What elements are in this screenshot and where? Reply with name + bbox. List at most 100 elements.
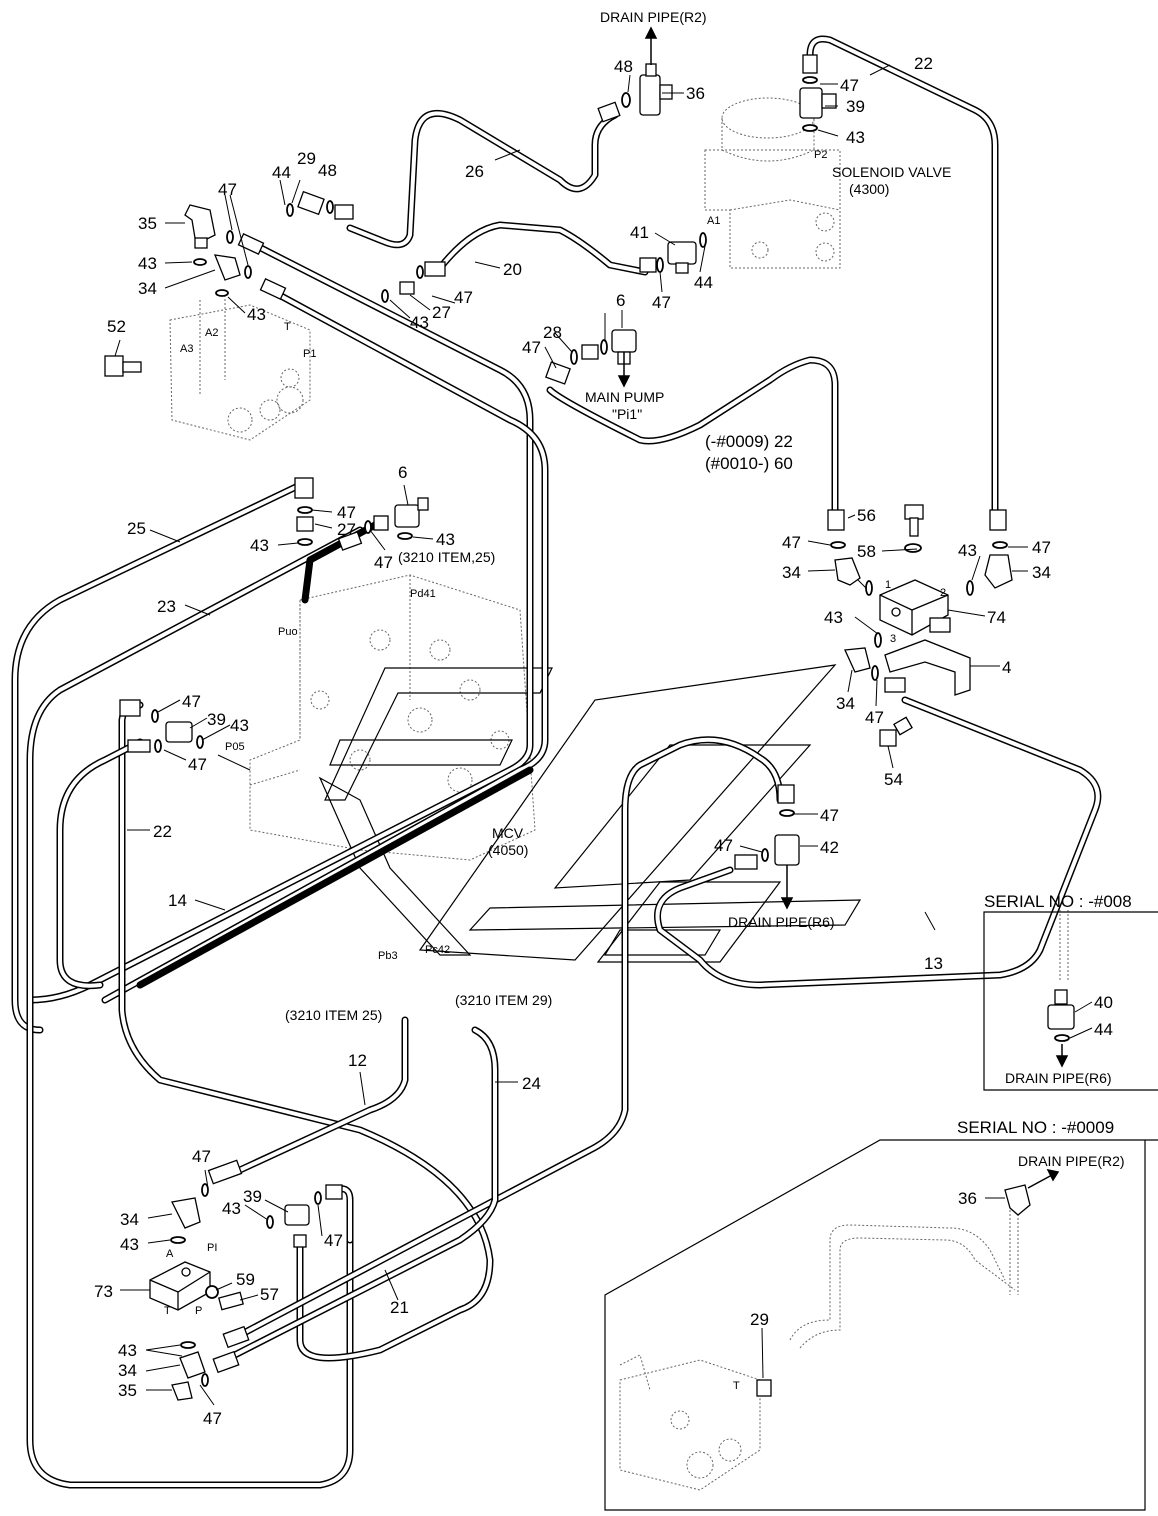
callout: 22	[153, 822, 172, 841]
callout: 47	[1032, 538, 1051, 557]
callout: 58	[857, 542, 876, 561]
note-main-pump-port: "Pi1"	[612, 406, 642, 422]
callout: 43	[138, 254, 157, 273]
callout: 23	[157, 597, 176, 616]
callout: 44	[1094, 1020, 1113, 1039]
callout: 59	[236, 1270, 255, 1289]
port-label: A2	[205, 327, 218, 339]
callout: 36	[958, 1189, 977, 1208]
note-serial-60: (#0010-) 60	[705, 454, 793, 473]
port-label: P2	[814, 149, 827, 161]
watermark-logo	[318, 664, 862, 963]
port-label: T	[733, 1380, 740, 1392]
note-serial-inset-2: SERIAL NO : -#0009	[957, 1118, 1114, 1137]
port-label: 1	[885, 579, 891, 591]
callout: 6	[398, 463, 407, 482]
port-label: 3	[890, 633, 896, 645]
note-mcv: MCV	[492, 825, 524, 841]
callout: 6	[616, 291, 625, 310]
port-label: A	[166, 1248, 174, 1260]
callout: 43	[118, 1341, 137, 1360]
callout: 12	[348, 1051, 367, 1070]
callout: 43	[846, 128, 865, 147]
callout: 47	[454, 288, 473, 307]
callout: 47	[188, 755, 207, 774]
callout: 34	[836, 694, 855, 713]
port-label: Pc42	[425, 944, 450, 956]
port-label: PI	[207, 1242, 217, 1254]
callout: 34	[120, 1210, 139, 1229]
callout: 34	[782, 563, 801, 582]
port-label: A3	[180, 343, 193, 355]
callout: 28	[543, 323, 562, 342]
callout: 47	[652, 293, 671, 312]
callout: 74	[987, 608, 1006, 627]
note-main-pump: MAIN PUMP	[585, 389, 664, 405]
callout: 56	[857, 506, 876, 525]
callout: 43	[250, 536, 269, 555]
callout: 57	[260, 1285, 279, 1304]
callout: 47	[203, 1409, 222, 1428]
note-solenoid-code: (4300)	[849, 181, 889, 197]
callout: 26	[465, 162, 484, 181]
callout: 43	[436, 530, 455, 549]
callout: 43	[958, 541, 977, 560]
callout: 14	[168, 891, 187, 910]
callout: 47	[182, 692, 201, 711]
port-labels: P2 A1 A3 A2 T P1 Pd41 Puo P05 Pb3 Pc42 P…	[164, 149, 946, 1392]
callout: 25	[127, 519, 146, 538]
callout: 47	[865, 708, 884, 727]
callout: 43	[824, 608, 843, 627]
port-label: P	[195, 1305, 202, 1317]
port-label: Puo	[278, 626, 298, 638]
port-label: P1	[303, 348, 316, 360]
note-solenoid-valve: SOLENOID VALVE	[832, 164, 951, 180]
callout: 34	[138, 279, 157, 298]
callout: 48	[318, 161, 337, 180]
note-drain-r6-mid: DRAIN PIPE(R6)	[728, 914, 835, 930]
callout: 34	[1032, 563, 1051, 582]
part-callouts: 22 47 39 43 48 36 26 29 44 48 47 35 43 3…	[94, 54, 1113, 1428]
callout: 40	[1094, 993, 1113, 1012]
flow-arrows	[617, 26, 1069, 1189]
note-mcv-code: (4050)	[488, 842, 528, 858]
callout: 34	[118, 1361, 137, 1380]
callout: 44	[694, 273, 713, 292]
callout: 27	[337, 520, 356, 539]
port-label: P05	[225, 741, 245, 753]
port-label: A1	[707, 215, 720, 227]
note-serial-inset-1: SERIAL NO : -#008	[984, 892, 1132, 911]
callout: 4	[1002, 658, 1011, 677]
callout: 47	[337, 503, 356, 522]
callout: 39	[846, 97, 865, 116]
port-label: 2	[940, 587, 946, 599]
callout: 47	[218, 180, 237, 199]
callout: 27	[432, 303, 451, 322]
callout: 21	[390, 1298, 409, 1317]
callout: 47	[192, 1147, 211, 1166]
callout: 43	[230, 716, 249, 735]
callout: 47	[782, 533, 801, 552]
port-label: Pb3	[378, 950, 398, 962]
callout: 39	[243, 1187, 262, 1206]
leader-lines	[114, 64, 1093, 1406]
callout: 22	[914, 54, 933, 73]
callout: 47	[374, 553, 393, 572]
callout: 47	[522, 338, 541, 357]
port-label: T	[164, 1305, 171, 1317]
callout: 36	[686, 84, 705, 103]
callout: 43	[247, 305, 266, 324]
note-drain-r2-inset: DRAIN PIPE(R2)	[1018, 1153, 1125, 1169]
hydraulic-pipes	[11, 35, 1102, 1489]
callout: 54	[884, 770, 903, 789]
callout: 41	[630, 223, 649, 242]
note-drain-r2-top: DRAIN PIPE(R2)	[600, 9, 707, 25]
note-item-3210-25a: (3210 ITEM,25)	[398, 549, 495, 565]
callout: 43	[222, 1199, 241, 1218]
callout: 24	[522, 1074, 541, 1093]
inset-frames	[604, 911, 1158, 1511]
callout: 52	[107, 317, 126, 336]
callout: 20	[503, 260, 522, 279]
callout: 35	[118, 1381, 137, 1400]
